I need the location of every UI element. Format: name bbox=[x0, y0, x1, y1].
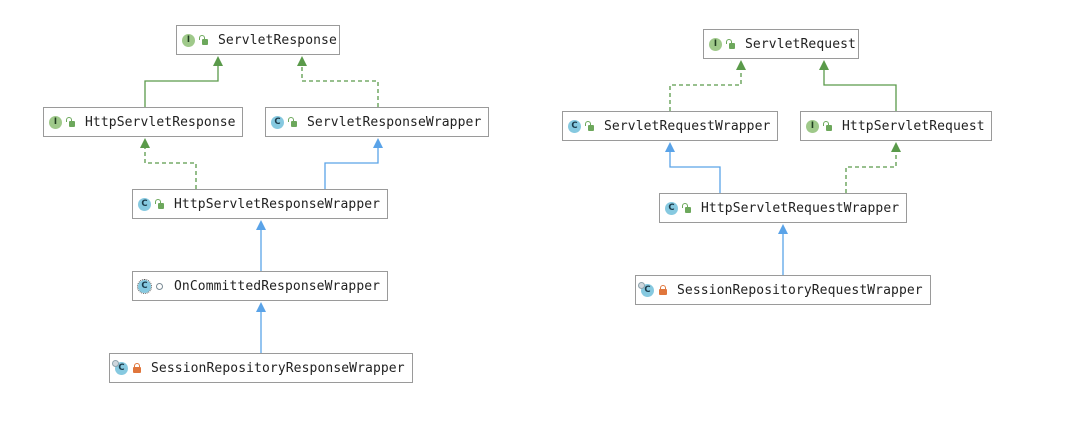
node-label: ServletResponse bbox=[218, 32, 337, 48]
edge-http-servlet-request-to-servlet-request bbox=[819, 60, 897, 111]
node-on-committed-response-wrapper[interactable]: C OnCommittedResponseWrapper bbox=[132, 271, 388, 301]
edge-http-servlet-response-wrapper-to-http-servlet-response bbox=[140, 138, 197, 189]
public-visibility-icon bbox=[199, 34, 209, 46]
edge-arrowhead bbox=[256, 302, 266, 312]
edge-servlet-request-wrapper-to-servlet-request bbox=[669, 60, 746, 111]
node-servlet-request[interactable]: I ServletRequest bbox=[703, 29, 859, 59]
edge-arrowhead bbox=[778, 224, 788, 234]
node-servlet-request-wrapper[interactable]: C ServletRequestWrapper bbox=[562, 111, 778, 141]
node-http-servlet-request-wrapper[interactable]: C HttpServletRequestWrapper bbox=[659, 193, 907, 223]
public-visibility-icon bbox=[155, 198, 165, 210]
edge-arrowhead bbox=[213, 56, 223, 66]
edge-line bbox=[301, 64, 379, 107]
edge-line bbox=[669, 150, 721, 193]
private-lock-icon bbox=[132, 362, 142, 374]
edge-arrowhead bbox=[256, 220, 266, 230]
edge-arrowhead bbox=[140, 138, 150, 148]
node-session-repository-request-wrapper[interactable]: C SessionRepositoryRequestWrapper bbox=[635, 275, 931, 305]
node-http-servlet-request[interactable]: I HttpServletRequest bbox=[800, 111, 992, 141]
edge-arrowhead bbox=[373, 138, 383, 148]
node-label: ServletRequestWrapper bbox=[604, 118, 771, 134]
edge-arrowhead bbox=[736, 60, 746, 70]
edge-arrowhead bbox=[819, 60, 829, 70]
edge-http-servlet-request-wrapper-to-http-servlet-request bbox=[845, 142, 901, 193]
node-label: HttpServletRequest bbox=[842, 118, 985, 134]
edge-arrowhead bbox=[665, 142, 675, 152]
edge-session-repository-request-wrapper-to-http-servlet-request-wrapper bbox=[778, 224, 788, 275]
interface-icon: I bbox=[806, 119, 819, 133]
edge-session-repository-response-wrapper-to-on-committed-response-wrapper bbox=[256, 302, 266, 353]
public-visibility-icon bbox=[288, 116, 298, 128]
public-visibility-icon bbox=[823, 120, 833, 132]
inner-class-icon: C bbox=[112, 359, 128, 375]
edge-http-servlet-request-wrapper-to-servlet-request-wrapper bbox=[665, 142, 721, 193]
edge-line bbox=[669, 68, 742, 111]
node-servlet-response[interactable]: I ServletResponse bbox=[176, 25, 340, 55]
node-http-servlet-response-wrapper[interactable]: C HttpServletResponseWrapper bbox=[132, 189, 388, 219]
class-icon: C bbox=[665, 201, 678, 215]
edge-line bbox=[324, 146, 379, 189]
node-label: SessionRepositoryResponseWrapper bbox=[151, 360, 405, 376]
public-visibility-icon bbox=[66, 116, 76, 128]
edge-line bbox=[823, 68, 897, 111]
edge-line bbox=[845, 150, 897, 193]
interface-icon: I bbox=[182, 33, 195, 47]
edge-line bbox=[144, 146, 197, 189]
abstract-class-icon: C bbox=[137, 278, 152, 294]
node-label: HttpServletResponseWrapper bbox=[174, 196, 381, 212]
class-icon: C bbox=[568, 119, 581, 133]
edge-line bbox=[144, 64, 219, 107]
edge-on-committed-response-wrapper-to-http-servlet-response-wrapper bbox=[256, 220, 266, 271]
node-servlet-response-wrapper[interactable]: C ServletResponseWrapper bbox=[265, 107, 489, 137]
inner-class-icon: C bbox=[638, 281, 654, 297]
node-label: ServletResponseWrapper bbox=[307, 114, 482, 130]
edge-http-servlet-response-to-servlet-response bbox=[144, 56, 223, 107]
node-label: ServletRequest bbox=[745, 36, 856, 52]
private-lock-icon bbox=[658, 284, 668, 296]
node-http-servlet-response[interactable]: I HttpServletResponse bbox=[43, 107, 243, 137]
class-icon: C bbox=[138, 197, 151, 211]
package-visibility-icon bbox=[155, 281, 165, 292]
edge-servlet-response-wrapper-to-servlet-response bbox=[297, 56, 379, 107]
node-label: HttpServletResponse bbox=[85, 114, 236, 130]
public-visibility-icon bbox=[585, 120, 595, 132]
public-visibility-icon bbox=[726, 38, 736, 50]
interface-icon: I bbox=[49, 115, 62, 129]
node-label: SessionRepositoryRequestWrapper bbox=[677, 282, 923, 298]
edge-arrowhead bbox=[297, 56, 307, 66]
edge-arrowhead bbox=[891, 142, 901, 152]
node-session-repository-response-wrapper[interactable]: C SessionRepositoryResponseWrapper bbox=[109, 353, 413, 383]
public-visibility-icon bbox=[682, 202, 692, 214]
node-label: OnCommittedResponseWrapper bbox=[174, 278, 381, 294]
class-icon: C bbox=[271, 115, 284, 129]
interface-icon: I bbox=[709, 37, 722, 51]
edge-http-servlet-response-wrapper-to-servlet-response-wrapper bbox=[324, 138, 383, 189]
node-label: HttpServletRequestWrapper bbox=[701, 200, 900, 216]
